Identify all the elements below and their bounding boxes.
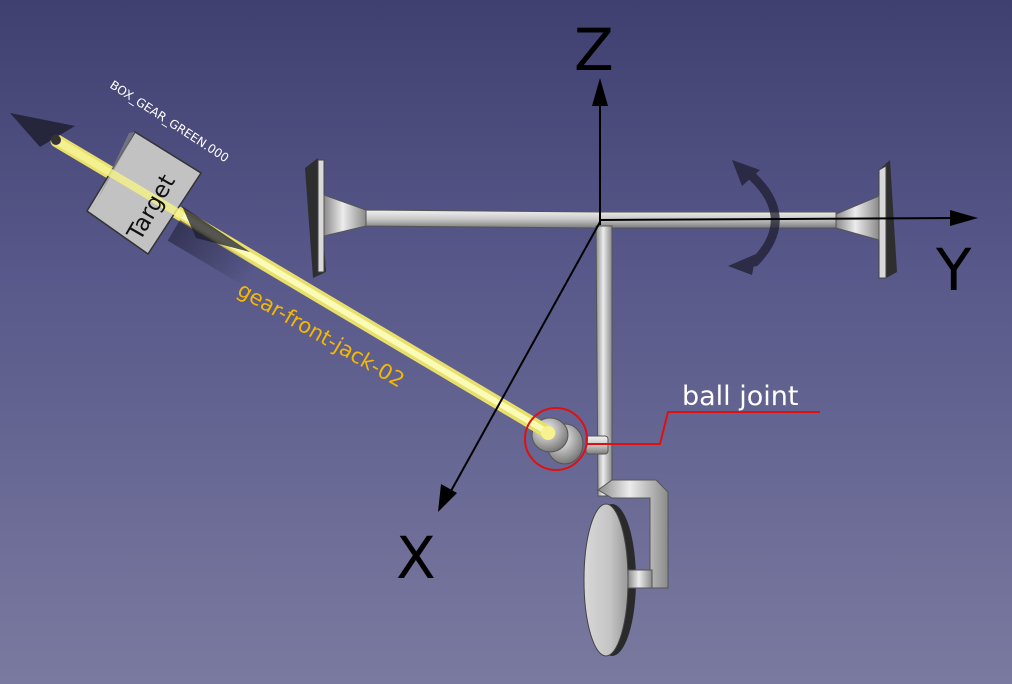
axis-triad	[438, 78, 978, 512]
ball-joint-label: ball joint	[682, 381, 799, 412]
wheel[interactable]	[583, 503, 653, 657]
left-mount-plate[interactable]	[305, 158, 367, 278]
jack-direction-arrow-icon	[10, 113, 258, 287]
x-arrow-icon	[438, 484, 457, 512]
x-axis-label: X	[396, 524, 436, 592]
main-strut[interactable]	[595, 225, 669, 589]
y-arrow-icon	[950, 210, 978, 226]
z-arrow-icon	[592, 78, 608, 106]
jack-rod-through-box	[53, 137, 184, 218]
jack-end-cap	[51, 135, 61, 145]
z-axis-label: Z	[574, 16, 614, 84]
rotation-arrow-icon	[728, 160, 780, 275]
ball-joint-callout	[524, 407, 820, 471]
y-axis-label: Y	[935, 236, 972, 304]
